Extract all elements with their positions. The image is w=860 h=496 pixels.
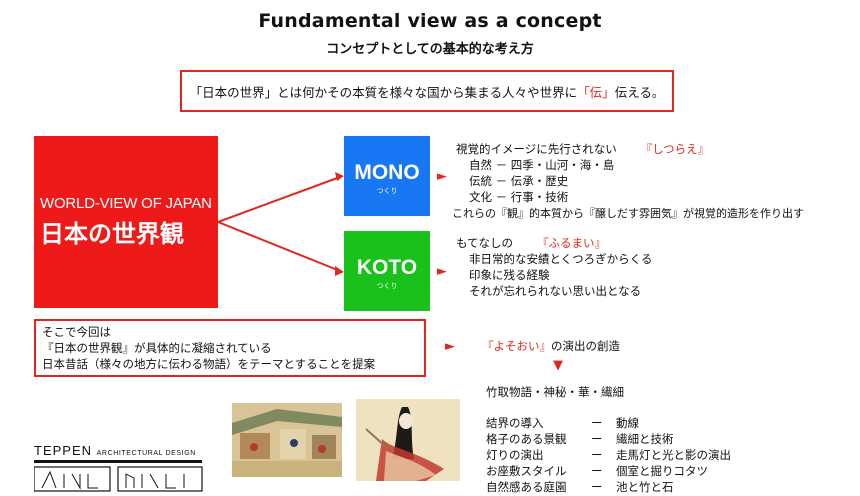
koto-block: KOTO つくり bbox=[344, 231, 430, 311]
statement-end: 伝える。 bbox=[614, 84, 665, 100]
statement-box: 「日本の世界」とは何かその本質を様々な国から集まる人々や世界に「伝」伝える。 bbox=[180, 70, 674, 112]
page-title: Fundamental view as a concept bbox=[258, 10, 602, 32]
koto-keyword: 『ふるまい』 bbox=[537, 236, 607, 250]
mono-label: MONO bbox=[354, 161, 420, 184]
koto-label: KOTO bbox=[356, 256, 418, 279]
princess-portrait-illustration bbox=[356, 399, 460, 481]
koto-arrow-icon: ► bbox=[437, 264, 447, 279]
story-row-right: 動線 bbox=[616, 416, 639, 430]
result-line: 『よそおい』の演出の創造 bbox=[482, 339, 620, 354]
koto-item: それが忘れられない思い出となる bbox=[469, 284, 642, 298]
connector-to-koto bbox=[217, 221, 341, 272]
koto-item: 非日常的な安績とくつろぎからくる bbox=[469, 252, 653, 266]
story-row-left: 結界の導入 bbox=[486, 416, 544, 430]
koto-item: 印象に残る経験 bbox=[469, 268, 550, 282]
arrowhead-mono bbox=[335, 172, 344, 181]
result-text: の演出の創造 bbox=[551, 339, 620, 353]
mono-item: 伝統 － 伝承・歴史 bbox=[469, 174, 569, 188]
mono-arrow-icon: ► bbox=[437, 169, 447, 184]
story-row-right: 池と竹と石 bbox=[616, 480, 674, 494]
connector-to-mono bbox=[217, 176, 341, 223]
story-row-left: 格子のある景観 bbox=[486, 432, 567, 446]
princess-portrait-image bbox=[356, 399, 460, 481]
worldview-en: WORLD-VIEW OF JAPAN bbox=[40, 195, 212, 212]
proposal-line: 『日本の世界観』が具体的に凝縮されている bbox=[42, 341, 272, 355]
proposal-box: そこで今回は 『日本の世界観』が具体的に凝縮されている 日本昔話（様々の地方に伝… bbox=[34, 319, 426, 377]
story-row-dash: ー bbox=[591, 448, 603, 462]
statement-text: 「日本の世界」とは何かその本質を様々な国から集まる人々や世界に bbox=[189, 84, 578, 100]
arrowhead-koto bbox=[335, 266, 344, 276]
proposal-line: 日本昔話（様々の地方に伝わる物語）をテーマとすることを提案 bbox=[42, 357, 376, 371]
down-arrow-icon: ▼ bbox=[553, 358, 563, 373]
mono-item: 自然 － 四季・山河・海・島 bbox=[469, 158, 615, 172]
story-row-right: 繊細と技術 bbox=[616, 432, 674, 446]
story-title: 竹取物語・神秘・華・繊細 bbox=[486, 385, 624, 399]
proposal-line: そこで今回は bbox=[42, 325, 111, 339]
story-row-left: お座敷スタイル bbox=[486, 464, 567, 478]
proposal-arrow-icon: ► bbox=[445, 339, 455, 354]
result-keyword: 『よそおい』 bbox=[482, 339, 551, 353]
mono-item: 文化 － 行事・技術 bbox=[469, 190, 569, 204]
worldview-block: WORLD-VIEW OF JAPAN 日本の世界観 bbox=[34, 136, 218, 308]
logo-tagline: ARCHITECTURAL DESIGN bbox=[96, 450, 196, 457]
story-row-dash: ー bbox=[591, 480, 603, 494]
mono-keyword: 『しつらえ』 bbox=[640, 142, 710, 156]
story-row-right: 走馬灯と光と影の演出 bbox=[616, 448, 731, 462]
emaki-scroll-image bbox=[232, 403, 342, 477]
teppen-logo: TEPPEN ARCHITECTURAL DESIGN bbox=[34, 443, 196, 458]
story-row-left: 灯りの演出 bbox=[486, 448, 544, 462]
logo-mark bbox=[34, 460, 203, 492]
koto-heading: もてなしの『ふるまい』 bbox=[456, 236, 607, 250]
statement-highlight: 「伝」 bbox=[577, 84, 615, 100]
logo-name: TEPPEN bbox=[34, 443, 93, 458]
koto-reading: つくり bbox=[376, 282, 398, 290]
story-row-right: 個室と掘りコタツ bbox=[616, 464, 708, 478]
story-row-dash: ー bbox=[591, 464, 603, 478]
mono-summary: これらの『観』的本質から『醸しだす雰囲気』が視覚的造形を作り出す bbox=[452, 207, 804, 220]
story-row-dash: ー bbox=[591, 432, 603, 446]
story-row-left: 自然感ある庭園 bbox=[486, 480, 567, 494]
emaki-scroll-illustration bbox=[232, 403, 342, 477]
page-subtitle: コンセプトとしての基本的な考え方 bbox=[326, 42, 534, 57]
worldview-ja: 日本の世界観 bbox=[40, 220, 184, 248]
story-row-dash: ー bbox=[591, 416, 603, 430]
mono-heading: 視覚的イメージに先行されない『しつらえ』 bbox=[456, 142, 710, 156]
mono-block: MONO つくり bbox=[344, 136, 430, 216]
mono-reading: つくり bbox=[376, 187, 398, 195]
